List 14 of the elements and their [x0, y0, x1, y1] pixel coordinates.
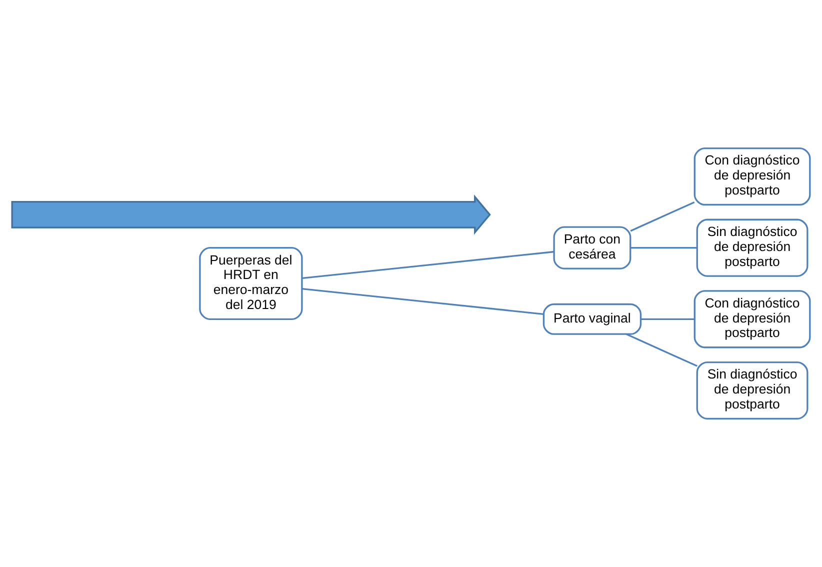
node-box: Con diagnóstico de depresión postparto — [694, 147, 811, 206]
connector — [626, 333, 698, 367]
node-box: Sin diagnóstico de depresión postparto — [696, 218, 808, 277]
connector — [630, 247, 698, 249]
connector — [640, 318, 695, 320]
connector — [630, 201, 695, 232]
node-arrow — [11, 194, 491, 235]
node-box: Con diagnóstico de depresión postparto — [694, 290, 811, 348]
node-box: Sin diagnóstico de depresión postparto — [696, 361, 808, 420]
node-box: Puerperas del HRDT en enero-marzo del 2019 — [199, 247, 303, 320]
node-box: Parto con cesárea — [553, 226, 632, 270]
node-box: Parto vaginal — [542, 303, 642, 335]
connector — [302, 288, 544, 315]
connector — [302, 250, 554, 280]
